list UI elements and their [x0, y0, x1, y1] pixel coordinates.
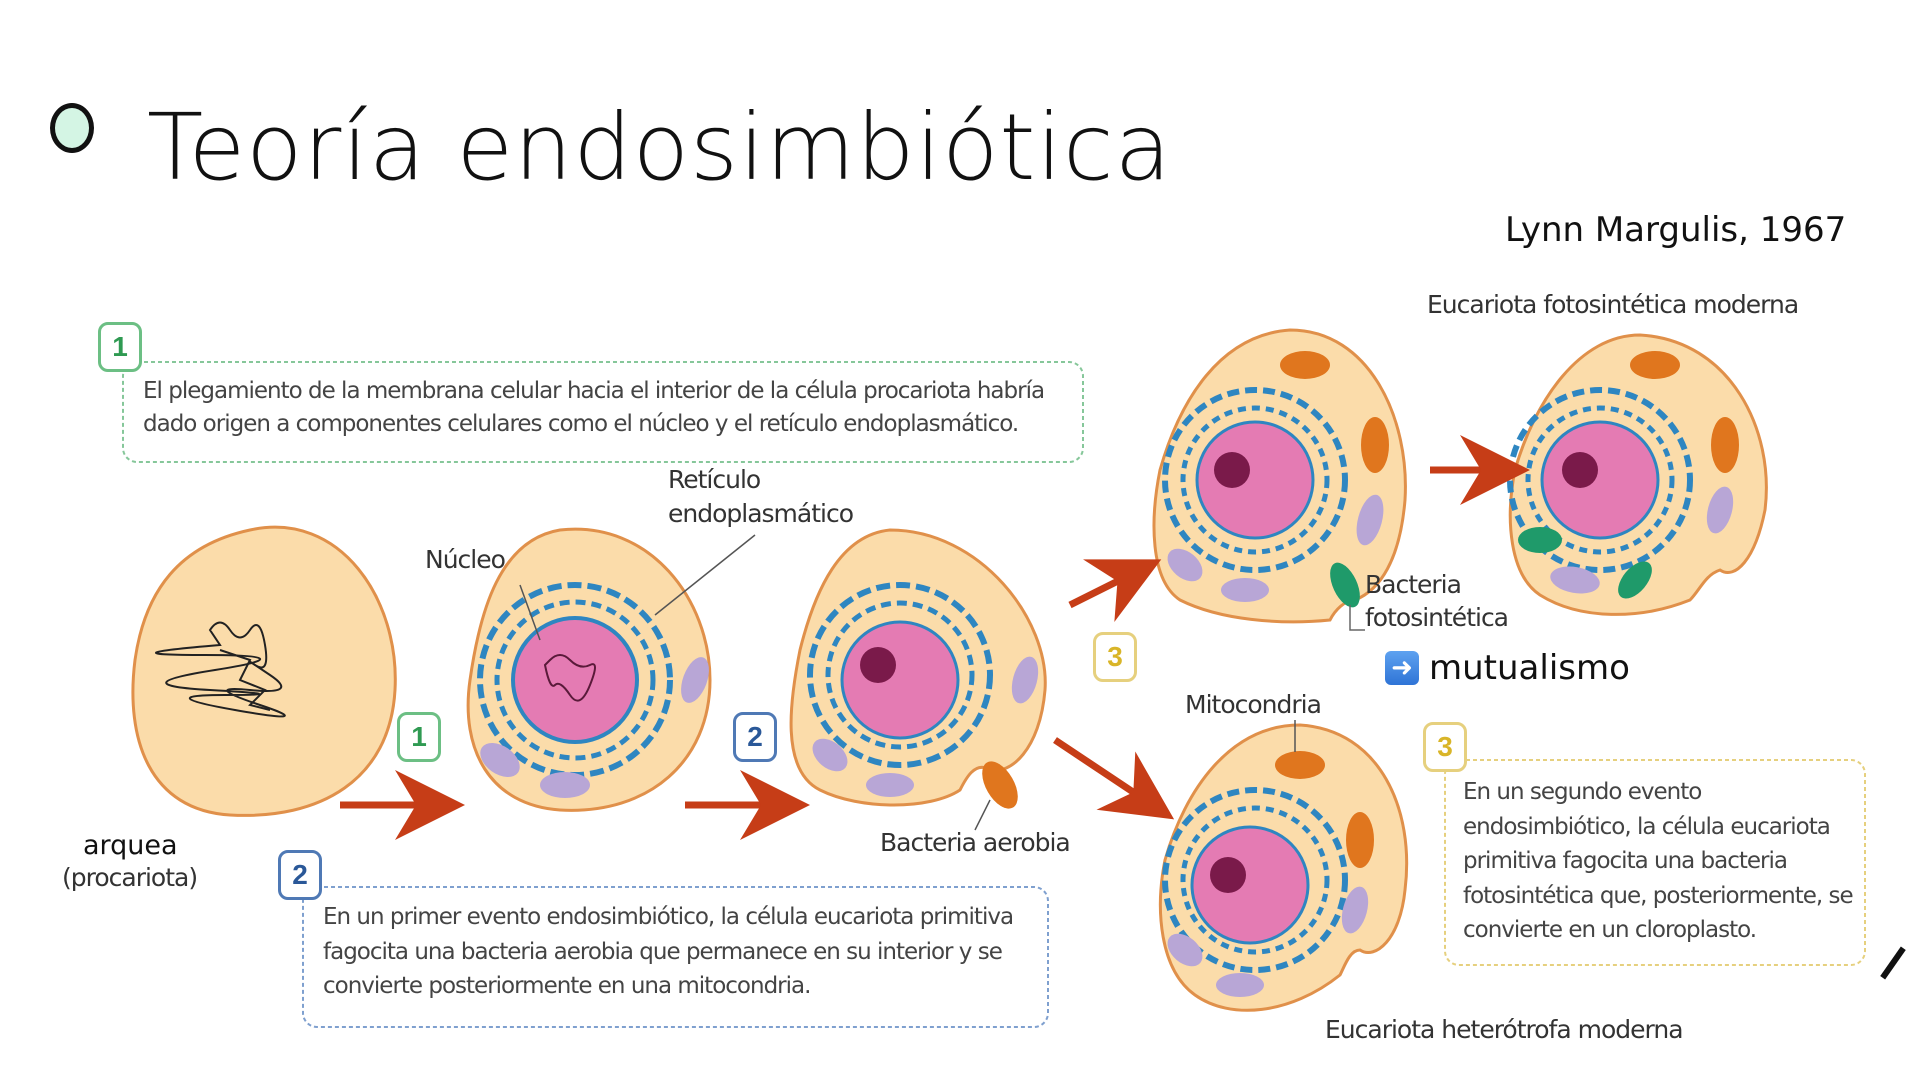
step-1-text: El plegamiento de la membrana celular ha… — [143, 378, 1045, 438]
step-2-badge: 2 — [278, 850, 322, 900]
eukaryote-engulfing-aerobe-cell — [789, 528, 1047, 809]
label-reticulo-line1: Retículo — [668, 465, 761, 494]
modern-heterotrophic-eukaryote-cell — [1158, 720, 1409, 1012]
label-nucleo: Núcleo — [425, 545, 506, 574]
inline-step-1-badge: 1 — [397, 712, 441, 762]
bullet-icon — [50, 103, 94, 153]
slide-title: Teoría endosimbiótica — [147, 94, 1173, 201]
modern-photosynthetic-eukaryote-cell — [1507, 333, 1768, 616]
author-citation: Lynn Margulis, 1967 — [1505, 210, 1847, 250]
label-procariota: (procariota) — [62, 863, 198, 892]
step-1-badge: 1 — [98, 322, 142, 372]
label-reticulo-line2: endoplasmático — [668, 499, 854, 528]
process-arrows — [340, 435, 1530, 840]
step-3-badge: 3 — [1423, 722, 1467, 772]
mutualism-annotation: ➜ mutualismo — [1385, 648, 1630, 688]
primitive-eukaryote-cell — [466, 527, 712, 812]
label-arquea: arquea — [83, 830, 178, 861]
label-eucariota-fotosintetica: Eucariota fotosintética moderna — [1427, 290, 1799, 319]
label-eucariota-heterotrofa: Eucariota heterótrofa moderna — [1325, 1015, 1684, 1044]
archaea-cell — [131, 525, 397, 817]
inline-step-2-badge: 2 — [733, 712, 777, 762]
label-bacteria-aerobia: Bacteria aerobia — [880, 828, 1071, 857]
mutualism-text: mutualismo — [1429, 648, 1630, 688]
step-3-text: En un segundo evento endosimbiótico, la … — [1463, 779, 1854, 943]
eukaryote-engulfing-photosynthetic-cell — [1152, 328, 1407, 631]
label-bacteria-fotosintetica-line2: fotosintética — [1365, 603, 1509, 632]
label-mitocondria: Mitocondria — [1185, 690, 1322, 719]
step-2-text: En un primer evento endosimbiótico, la c… — [323, 904, 1014, 999]
inline-step-3-badge: 3 — [1093, 632, 1137, 682]
right-arrow-icon: ➜ — [1385, 651, 1419, 685]
label-bacteria-fotosintetica-line1: Bacteria — [1365, 570, 1462, 599]
